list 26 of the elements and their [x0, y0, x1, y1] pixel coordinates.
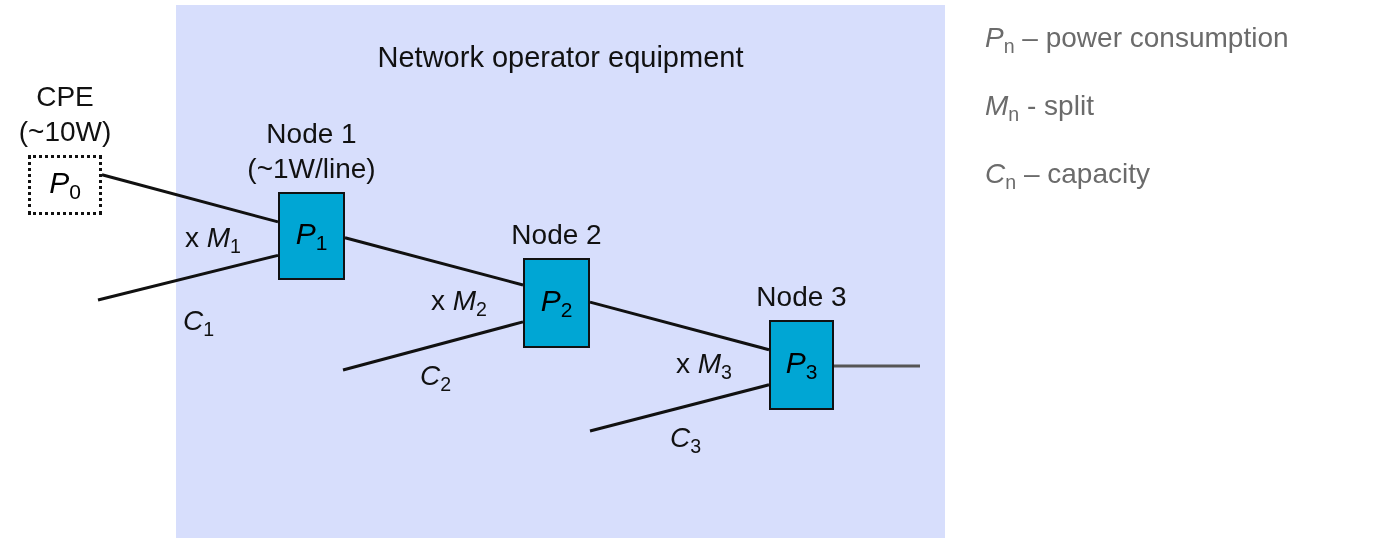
line-label: C$_{1}$ — [183, 305, 215, 341]
region-band — [176, 5, 945, 538]
region-title: Network operator equipment — [376, 41, 745, 74]
node-box: P$_{1}$ — [278, 192, 345, 280]
legend-note: M$_{n}$ - split — [985, 90, 1094, 126]
connector-line — [97, 253, 279, 302]
legend-note: C$_{n}$ – capacity — [985, 158, 1150, 194]
connector-line — [101, 173, 279, 224]
dotted-box: P$_{0}$ — [28, 155, 102, 215]
connector-line — [834, 364, 920, 368]
line-label: x M$_{1}$ — [185, 222, 241, 258]
legend-note: P$_{n}$ – power consumption — [985, 22, 1289, 58]
connector-line — [344, 236, 524, 287]
node-label: Node 1 (~1W/line) — [246, 117, 377, 186]
line-label: x M$_{2}$ — [431, 285, 487, 321]
node-label: CPE (~10W) — [17, 80, 113, 149]
connector-line — [342, 320, 524, 372]
node-box: P$_{3}$ — [769, 320, 834, 410]
connector-line — [589, 300, 770, 352]
line-label: C$_{2}$ — [420, 360, 452, 396]
connector-line — [589, 383, 770, 433]
node-label: Node 2 — [510, 218, 603, 252]
node-label: Node 3 — [755, 280, 848, 314]
line-label: x M$_{3}$ — [676, 348, 732, 384]
node-box: P$_{2}$ — [523, 258, 590, 348]
line-label: C$_{3}$ — [670, 422, 702, 458]
